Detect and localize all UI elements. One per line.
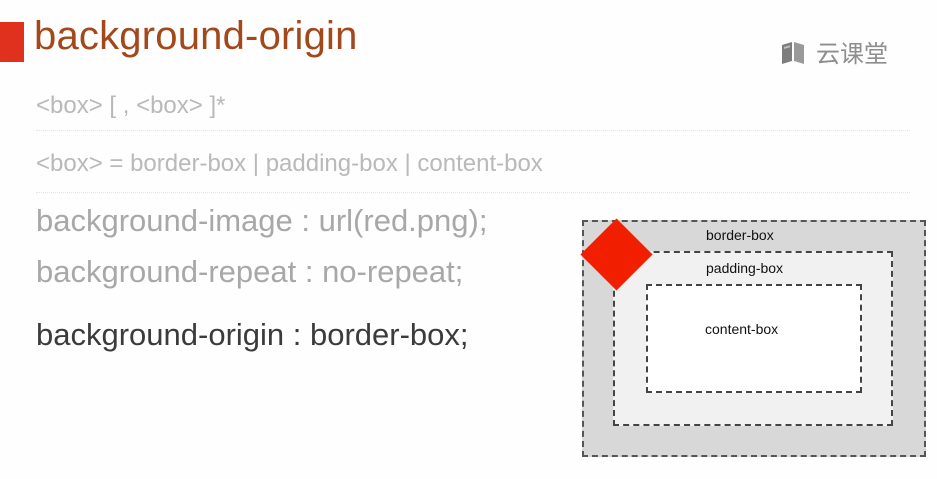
code-line-background-repeat: background-repeat : no-repeat; bbox=[36, 254, 464, 289]
syntax-line: <box> [ , <box> ]* bbox=[36, 92, 226, 119]
slide-title: background-origin bbox=[34, 14, 358, 58]
content-box-label: content-box bbox=[705, 321, 779, 337]
logo-text: 云课堂 bbox=[816, 40, 888, 68]
syntax-line: <box> = border-box | padding-box | conte… bbox=[36, 150, 543, 177]
divider bbox=[36, 130, 910, 131]
accent-bar bbox=[0, 22, 24, 62]
book-icon bbox=[782, 41, 804, 64]
code-line-background-origin: background-origin : border-box; bbox=[36, 317, 469, 352]
padding-box-label: padding-box bbox=[706, 260, 784, 276]
box-model-diagram: border-box padding-box content-box bbox=[580, 218, 926, 457]
divider bbox=[36, 192, 910, 193]
border-box-label: border-box bbox=[706, 227, 774, 243]
content-box-area bbox=[646, 284, 862, 393]
code-line-background-image: background-image : url(red.png); bbox=[36, 203, 488, 238]
logo: 云课堂 bbox=[778, 34, 888, 69]
